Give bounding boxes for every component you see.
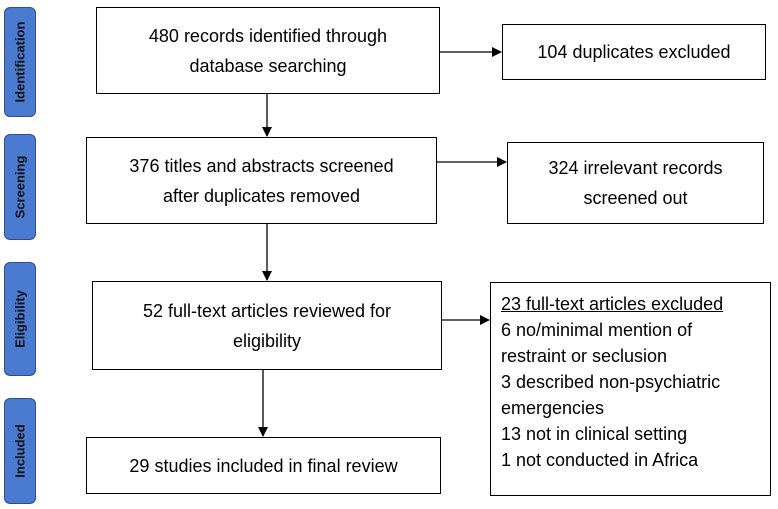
box-studies-included-line-1: 29 studies included in final review	[129, 455, 398, 476]
box-records-screened-line-2: after duplicates removed	[162, 185, 361, 206]
box-studies-included: 29 studies included in final review	[86, 437, 441, 494]
box-records-screened: 376 titles and abstracts screened after …	[86, 137, 437, 224]
stage-label-eligibility-text: Eligibility	[12, 290, 28, 348]
excluded-heading: 23 full-text articles excluded	[501, 294, 724, 314]
box-fulltext-reviewed-line-1: 52 full-text articles reviewed for	[142, 300, 392, 321]
box-records-identified-line-1: 480 records identified through	[148, 25, 388, 46]
stage-label-identification-text: Identification	[12, 21, 28, 103]
box-fulltext-reviewed: 52 full-text articles reviewed for eligi…	[92, 281, 442, 370]
box-fulltext-excluded: 23 full-text articles excluded 6 no/mini…	[490, 282, 771, 496]
box-records-identified: 480 records identified through database …	[96, 7, 440, 94]
box-records-identified-line-2: database searching	[189, 55, 347, 76]
box-irrelevant-records-line-1: 324 irrelevant records	[548, 158, 723, 178]
stage-label-identification: Identification	[4, 7, 36, 117]
stage-label-included: Included	[4, 398, 36, 504]
box-records-screened-line-1: 376 titles and abstracts screened	[129, 155, 394, 176]
stage-label-screening-text: Screening	[12, 155, 28, 219]
box-duplicates-excluded: 104 duplicates excluded	[502, 24, 766, 80]
box-fulltext-reviewed-line-2: eligibility	[232, 330, 302, 351]
box-duplicates-excluded-line-1: 104 duplicates excluded	[537, 42, 731, 62]
stage-label-included-text: Included	[12, 424, 28, 478]
excluded-reason: restraint or seclusion	[501, 346, 668, 366]
excluded-reason: 3 described non-psychiatric	[501, 372, 721, 392]
excluded-reason: 1 not conducted in Africa	[501, 450, 699, 470]
box-irrelevant-records-line-2: screened out	[583, 188, 688, 208]
excluded-reason: 13 not in clinical setting	[501, 424, 688, 444]
stage-label-screening: Screening	[4, 134, 36, 240]
excluded-reason: emergencies	[501, 398, 605, 418]
box-irrelevant-records: 324 irrelevant records screened out	[507, 142, 764, 224]
excluded-reason: 6 no/minimal mention of	[501, 320, 693, 340]
stage-label-eligibility: Eligibility	[4, 262, 36, 376]
